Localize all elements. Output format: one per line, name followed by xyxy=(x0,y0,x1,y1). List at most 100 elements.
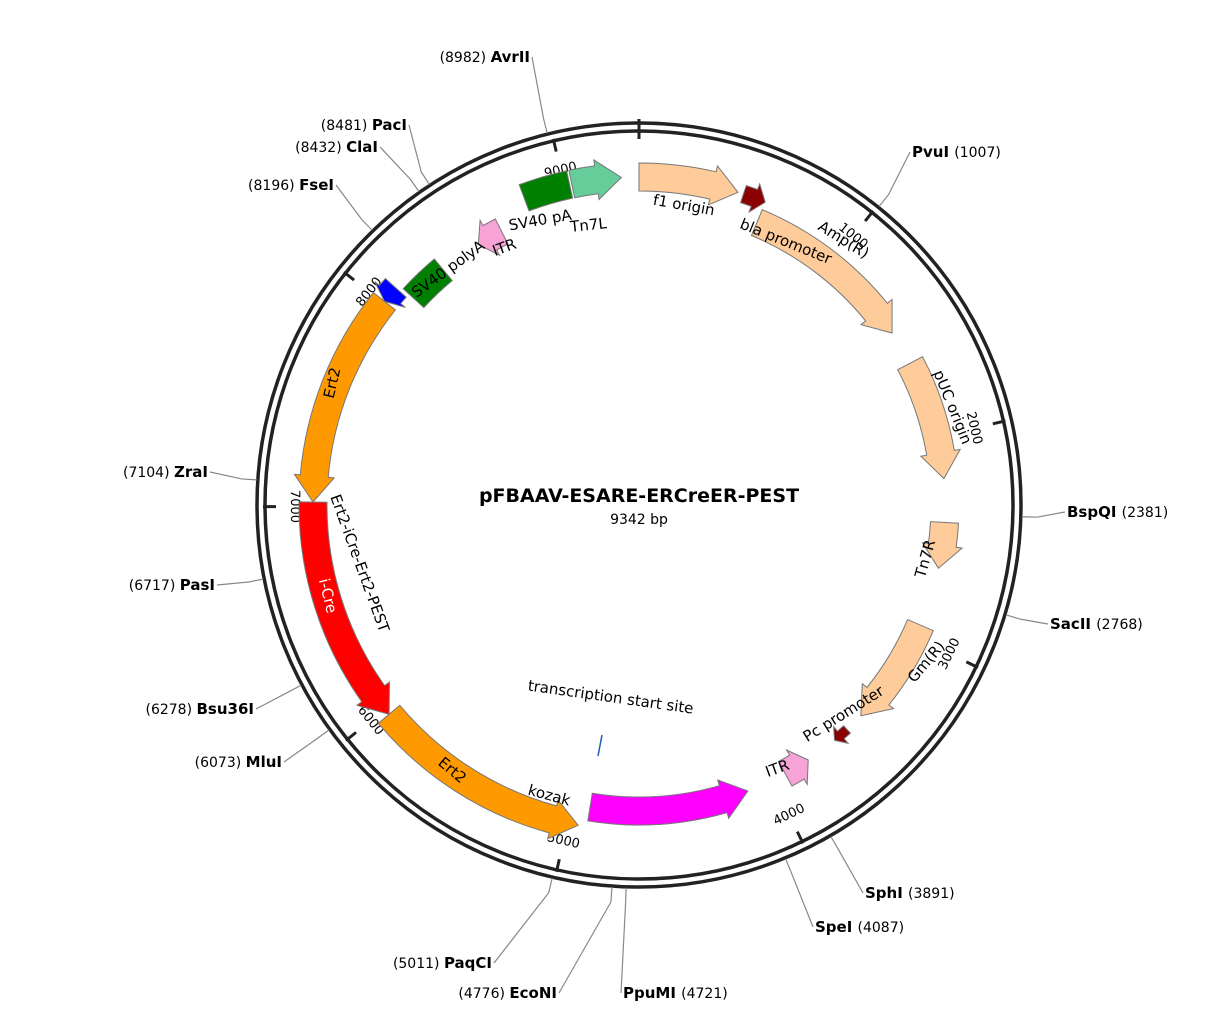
site-name: MluI xyxy=(246,753,282,771)
site-label-mlui: (6073) MluI xyxy=(195,753,282,771)
site-line-pasi xyxy=(216,578,264,586)
site-label-bspqi: BspQI (2381) xyxy=(1067,503,1168,521)
site-line-mlui xyxy=(283,729,330,763)
restriction-site-labels: (8982) AvrII (8481) PacI (8432) ClaI (8196)… xyxy=(123,48,1168,1002)
feature-arrow-ertcre-ert2 xyxy=(377,704,579,840)
tick-label-7000: 7000 xyxy=(287,490,302,523)
tick-2000 xyxy=(992,419,1006,426)
feature-arrow-pc-promoter xyxy=(832,725,852,745)
site-position: (8432) xyxy=(295,140,346,156)
site-name: PasI xyxy=(180,576,215,594)
site-label-pvui: PvuI (1007) xyxy=(912,143,1001,161)
feature-arrow-ertcre-ert2b xyxy=(293,291,397,503)
site-position: (8481) xyxy=(321,118,372,134)
feature-arrow-gmr xyxy=(860,618,934,717)
site-name: Bsu36I xyxy=(197,700,255,718)
tick-4000 xyxy=(795,831,805,845)
site-label-zrai: (7104) ZraI xyxy=(123,463,208,481)
tss-label: transcription start site xyxy=(527,677,695,718)
site-line-econi xyxy=(558,887,613,994)
site-line-clai xyxy=(379,146,420,192)
site-label-sacii: SacII (2768) xyxy=(1050,615,1143,633)
tick-3000 xyxy=(965,660,979,669)
tick-label-4000: 4000 xyxy=(771,801,807,829)
feature-arrow-sv40-pa xyxy=(518,170,574,212)
site-line-avrii xyxy=(531,56,548,134)
site-name: PpuMI xyxy=(623,984,681,1002)
feature-arrow-tn7r xyxy=(921,521,964,569)
site-line-paqci xyxy=(493,877,553,964)
tick-9000 xyxy=(551,138,558,152)
feature-label-tn7l: Tn7L xyxy=(568,214,608,236)
site-label-pasi: (6717) PasI xyxy=(129,576,215,594)
site-position: (4721) xyxy=(681,986,728,1002)
site-label-bsu36i: (6278) Bsu36I xyxy=(145,700,254,718)
site-name: SacII xyxy=(1050,615,1096,633)
feature-arrow-puc-origin xyxy=(897,356,962,480)
site-position: (6073) xyxy=(195,755,246,771)
site-line-fsei xyxy=(335,184,373,231)
site-position: (7104) xyxy=(123,465,174,481)
site-position: (2381) xyxy=(1122,505,1169,521)
site-position: (4776) xyxy=(458,986,509,1002)
site-position: (1007) xyxy=(954,145,1001,161)
feature-arrow-sv40-polya xyxy=(402,258,453,309)
site-line-bsu36i xyxy=(255,684,302,710)
site-label-paci: (8481) PacI xyxy=(321,116,407,134)
site-label-econi: (4776) EcoNI xyxy=(458,984,557,1002)
site-name: PaqCI xyxy=(444,954,492,972)
tick-6000 xyxy=(344,731,357,742)
tick-1000 xyxy=(863,209,875,222)
site-name: FseI xyxy=(299,176,334,194)
site-name: PacI xyxy=(372,116,407,134)
site-name: PvuI xyxy=(912,143,954,161)
site-name: EcoNI xyxy=(509,984,557,1002)
site-label-paqci: (5011) PaqCI xyxy=(393,954,492,972)
feature-arrow-tn7l xyxy=(568,158,623,201)
site-label-avrii: (8982) AvrII xyxy=(440,48,530,66)
site-name: SpeI xyxy=(815,918,858,936)
site-line-spei xyxy=(785,858,814,928)
site-position: (8982) xyxy=(440,50,491,66)
feature-label-sv40-polya: SV40 polyA xyxy=(408,236,488,301)
site-position: (6278) xyxy=(145,702,196,718)
site-position: (5011) xyxy=(393,956,444,972)
site-position: (6717) xyxy=(129,578,180,594)
site-label-spei: SpeI (4087) xyxy=(815,918,904,936)
site-name: ZraI xyxy=(174,463,208,481)
feature-arrow-e-sare xyxy=(587,779,749,826)
tick-8000 xyxy=(342,270,355,282)
site-line-ppumi xyxy=(620,887,627,994)
feature-arrow-f1-origin xyxy=(638,162,739,206)
feature-arrow-bla-promoter xyxy=(739,182,766,214)
site-position: (8196) xyxy=(248,178,299,194)
restriction-site-lines xyxy=(209,56,1066,994)
site-label-clai: (8432) ClaI xyxy=(295,138,378,156)
site-name: SphI xyxy=(865,884,908,902)
site-line-pvui xyxy=(878,151,911,207)
site-position: (2768) xyxy=(1096,617,1143,633)
site-name: ClaI xyxy=(346,138,378,156)
feature-arrow-ampr xyxy=(750,209,893,334)
plasmid-title: pFBAAV-ESARE-ERCreER-PEST xyxy=(479,485,799,507)
feature-arrow-pest xyxy=(374,277,407,308)
feature-arrows xyxy=(293,158,964,840)
site-line-zrai xyxy=(209,471,257,481)
feature-label-e-sare: E-SARE xyxy=(633,819,689,843)
site-label-sphi: SphI (3891) xyxy=(865,884,955,902)
plasmid-size: 9342 bp xyxy=(610,512,668,528)
site-position: (3891) xyxy=(908,886,955,902)
site-label-fsei: (8196) FseI xyxy=(248,176,334,194)
site-position: (4087) xyxy=(858,920,905,936)
feature-label-sv40-pa: SV40 pA xyxy=(507,206,573,235)
tick-5000 xyxy=(555,858,561,873)
site-line-bspqi xyxy=(1021,511,1066,518)
tss-marker xyxy=(597,734,603,757)
site-name: BspQI xyxy=(1067,503,1122,521)
tick-label-2000: 2000 xyxy=(963,410,985,446)
feature-arrow-itr-right xyxy=(777,748,809,787)
feature-arrow-itr-left xyxy=(477,218,509,257)
site-line-sacii xyxy=(1005,614,1049,625)
site-line-paci xyxy=(408,124,430,185)
